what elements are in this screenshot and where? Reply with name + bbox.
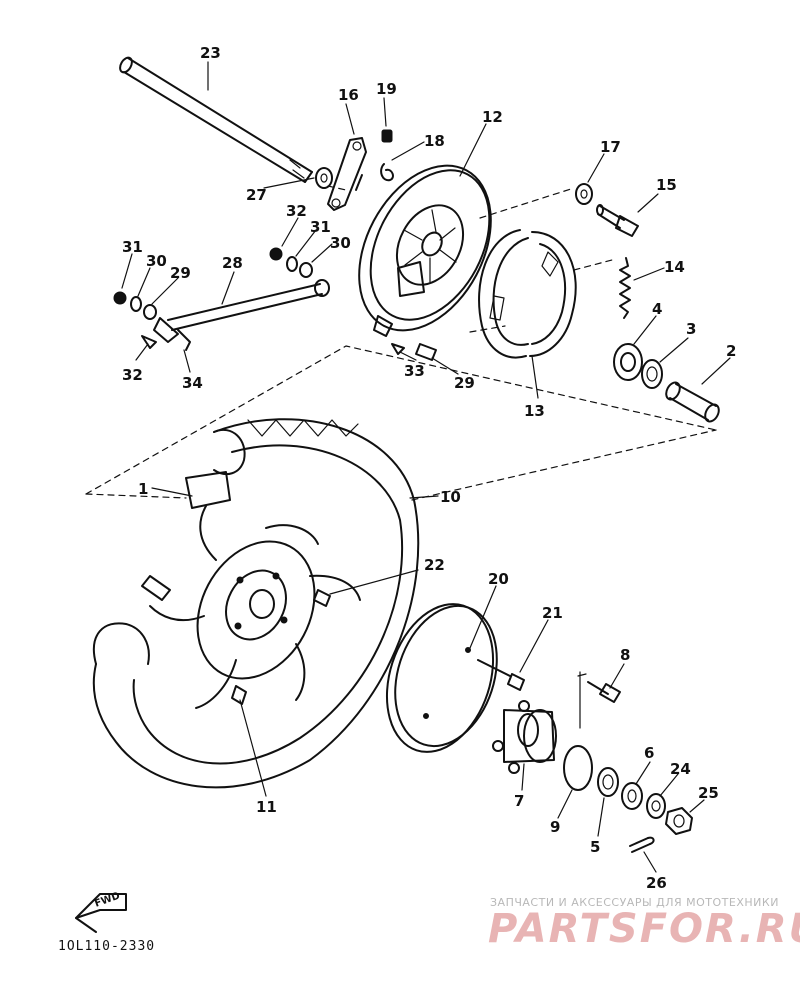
callout-labels: 23 16 19 12 18 17 15 27 32 31 30 31 30 2…	[122, 44, 736, 892]
watermark-tagline: ЗАПЧАСТИ И АКСЕССУАРЫ ДЛЯ МОТОТЕХНИКИ	[490, 896, 779, 909]
spring-clip-18-part	[380, 163, 394, 182]
callout-19: 19	[376, 80, 397, 98]
watermark: ЗАПЧАСТИ И АКСЕССУАРЫ ДЛЯ МОТОТЕХНИКИ PA…	[488, 896, 800, 952]
bolt-34-part	[177, 329, 191, 351]
callout-22: 22	[424, 556, 445, 574]
cotter-pin-33-right-part	[391, 343, 405, 355]
watermark-brand: PARTSFOR.RU	[488, 906, 800, 952]
axle-part	[119, 56, 313, 183]
callout-10: 10	[440, 488, 461, 506]
callout-1: 1	[138, 480, 148, 498]
nuts-left-part	[113, 291, 157, 320]
callout-34: 34	[182, 374, 203, 392]
callout-27: 27	[246, 186, 267, 204]
brake-shoes-part	[478, 229, 577, 359]
callout-31-right: 31	[310, 218, 331, 236]
bearing-4-part	[613, 343, 643, 381]
axle-nut-25-part	[665, 807, 693, 835]
callout-25: 25	[698, 784, 719, 802]
callout-11: 11	[256, 798, 277, 816]
brake-drum-part	[385, 603, 498, 753]
callout-7: 7	[514, 792, 524, 810]
bolt-21-part	[477, 659, 525, 691]
callout-5: 5	[590, 838, 600, 856]
spacer-2-part	[665, 381, 720, 423]
callout-32-left: 31	[122, 238, 143, 256]
callout-33-right: 33	[404, 362, 425, 380]
callout-24: 24	[670, 760, 691, 778]
callout-16: 16	[338, 86, 359, 104]
callout-6: 6	[644, 744, 654, 762]
callout-3: 3	[686, 320, 696, 338]
assembly-guide-lines	[85, 185, 717, 501]
bolt-8-part	[577, 671, 621, 729]
callout-9: 9	[550, 818, 560, 836]
washer-17-part	[575, 183, 593, 205]
callout-18: 18	[424, 132, 445, 150]
bearing-5-part	[597, 767, 619, 797]
camshaft-lever-part	[315, 137, 367, 211]
callout-15: 15	[656, 176, 677, 194]
collar-24-part	[646, 793, 666, 819]
callout-20: 20	[488, 570, 509, 588]
bearing-6-part	[621, 782, 643, 810]
callout-23: 23	[200, 44, 221, 62]
brake-plate-part	[358, 164, 492, 337]
callout-31-left: 30	[146, 252, 167, 270]
callout-14: 14	[664, 258, 685, 276]
callout-30-left: 29	[170, 264, 191, 282]
callout-17: 17	[600, 138, 621, 156]
pin-15-part	[596, 204, 639, 237]
callout-30-right: 30	[330, 234, 351, 252]
callout-4: 4	[652, 300, 662, 318]
catalog-number: 1OL110-2330	[58, 939, 155, 954]
nuts-right-part	[269, 247, 313, 278]
callout-28: 28	[222, 254, 243, 272]
forward-direction-arrow-icon: FWD	[75, 891, 127, 933]
fwd-label: FWD	[93, 891, 121, 910]
cotter-pin-33-left-part	[141, 335, 157, 349]
rear-wheel-part	[92, 418, 420, 789]
oil-seal-3-part	[641, 359, 663, 389]
brake-spring-part	[619, 257, 631, 319]
callout-12: 12	[482, 108, 503, 126]
leader-lines	[121, 61, 731, 873]
callout-29: 29	[454, 374, 475, 392]
callout-26: 26	[646, 874, 667, 892]
bolt-19-part	[381, 129, 393, 143]
callout-13: 13	[524, 402, 545, 420]
hub-7-part	[492, 700, 557, 774]
callout-2: 2	[726, 342, 736, 360]
bolt-29-part	[415, 343, 437, 361]
torque-rod-part	[153, 279, 330, 343]
cotter-pin-26-part	[629, 836, 655, 853]
callout-33-left: 32	[122, 366, 143, 384]
callout-21: 21	[542, 604, 563, 622]
o-ring-9-part	[563, 745, 593, 791]
callout-8: 8	[620, 646, 630, 664]
callout-32-right: 32	[286, 202, 307, 220]
